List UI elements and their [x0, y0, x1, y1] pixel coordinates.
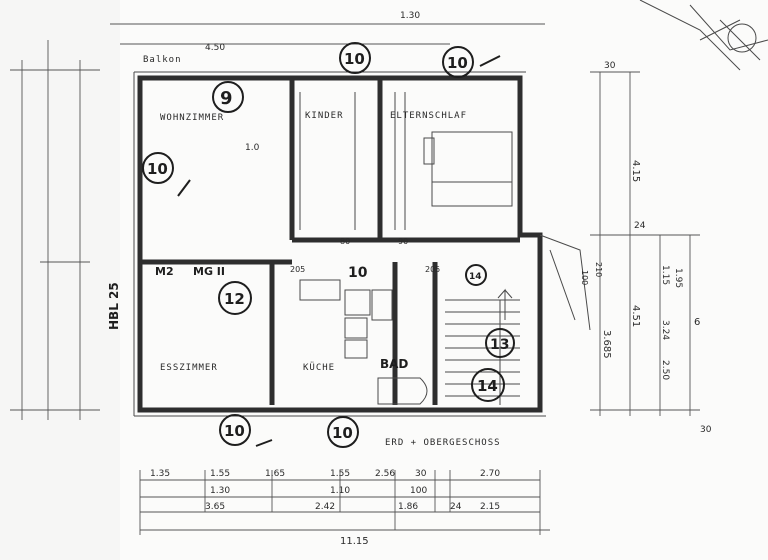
- bottom-dim-r1-4: 2.56: [375, 469, 395, 479]
- svg-text:10: 10: [147, 160, 168, 178]
- misc-dim-5: 210: [594, 262, 603, 277]
- right-dim-10: 30: [700, 425, 712, 435]
- room-label-balkon: Balkon: [143, 55, 182, 65]
- misc-dim-4: 100: [580, 270, 589, 285]
- bottom-dim-r3-0: 3.65: [205, 502, 225, 512]
- right-dim-4: 3.685: [601, 330, 612, 359]
- room-label-kueche: KÜCHE: [303, 362, 335, 373]
- bed: [423, 131, 513, 207]
- circled-mark-10-top: 10: [339, 42, 371, 74]
- misc-dim-1: 205: [425, 265, 440, 274]
- circled-mark-10-top-right: 10: [442, 46, 501, 78]
- room-label-kinder: KINDER: [305, 111, 344, 121]
- svg-text:12: 12: [224, 290, 245, 308]
- kitchen-fixtures: [299, 279, 393, 359]
- mark-ten-center: 10: [348, 265, 368, 281]
- right-dim-8: 1.95: [673, 268, 683, 288]
- svg-text:10: 10: [332, 424, 353, 442]
- bottom-dimensions: 1.35 1.55 1.65 1.55 2.56 30 2.70 1.30 1.…: [139, 469, 550, 547]
- right-dim-1: 4.15: [630, 160, 641, 182]
- svg-text:10: 10: [447, 54, 468, 72]
- room-label-bad: BAD: [380, 357, 408, 371]
- circled-mark-10-left: 10: [142, 152, 191, 197]
- misc-dim-2: 90: [398, 237, 408, 246]
- mark-mg: MG II: [193, 265, 225, 278]
- bottom-dim-total: 11.15: [340, 536, 369, 547]
- right-dim-7: 6: [694, 317, 700, 328]
- circled-mark-13: 13: [485, 328, 515, 358]
- svg-text:14: 14: [469, 272, 482, 282]
- misc-dim-6: 1.0: [245, 143, 260, 153]
- mark-hbl: HBL 25: [107, 282, 121, 330]
- bottom-dim-r1-0: 1.35: [150, 469, 170, 479]
- svg-text:10: 10: [224, 422, 245, 440]
- svg-text:14: 14: [477, 377, 498, 395]
- circled-mark-12: 12: [218, 281, 252, 315]
- floor-title: ERD + OBERGESCHOSS: [385, 438, 501, 448]
- interior-walls: [140, 80, 520, 405]
- misc-dim-3: 80: [340, 237, 350, 246]
- corner-sketch: [639, 0, 768, 71]
- svg-text:9: 9: [220, 88, 233, 109]
- room-label-wohnzimmer: WOHNZIMMER: [160, 113, 224, 123]
- top-dim-a: 1.30: [400, 11, 420, 21]
- right-dim-0: 30: [604, 61, 616, 71]
- bottom-dim-r2-0: 1.30: [210, 486, 230, 496]
- bottom-dim-r1-6: 2.70: [480, 469, 500, 479]
- misc-dimensions: 205 205 90 80 100 210 1.0: [245, 143, 603, 285]
- bathtub: [377, 377, 428, 405]
- right-dimensions: 30 4.15 24 4.51 3.685 1.15 3.24 6 1.95 2…: [590, 61, 712, 435]
- circled-mark-10-bottom-center: 10: [327, 416, 359, 448]
- right-dim-3: 4.51: [630, 305, 641, 327]
- right-dim-2: 24: [634, 221, 646, 231]
- circled-mark-14-small: 14: [465, 264, 487, 286]
- misc-dim-0: 205: [290, 265, 305, 274]
- right-dim-5: 1.15: [660, 265, 670, 285]
- bottom-dim-r3-4: 2.15: [480, 502, 500, 512]
- bottom-dim-r1-5: 30: [415, 469, 427, 479]
- left-dimensions: [10, 40, 100, 420]
- mark-m2: M2: [155, 265, 174, 278]
- bottom-dim-r3-1: 2.42: [315, 502, 335, 512]
- bottom-dim-r2-1: 1.10: [330, 486, 350, 496]
- right-dim-6: 3.24: [660, 320, 670, 340]
- bottom-dim-r1-1: 1.55: [210, 469, 230, 479]
- bottom-dim-r1-3: 1.55: [330, 469, 350, 479]
- bottom-dim-r3-2: 1.86: [398, 502, 418, 512]
- circled-mark-10-bottom-left: 10: [219, 414, 273, 447]
- bottom-dim-r3-3: 24: [450, 502, 462, 512]
- bottom-dim-r1-2: 1.65: [265, 469, 285, 479]
- circled-mark-9: 9: [212, 81, 244, 113]
- right-dim-9: 2.50: [660, 360, 670, 380]
- room-label-esszimmer: ESSZIMMER: [160, 363, 218, 373]
- top-dimensions: 1.30 4.50: [110, 11, 545, 53]
- top-dim-b: 4.50: [205, 43, 225, 53]
- svg-text:13: 13: [490, 337, 509, 353]
- circled-mark-14-large: 14: [471, 368, 505, 402]
- bottom-dim-r2-2: 100: [410, 486, 427, 496]
- svg-text:10: 10: [344, 50, 365, 68]
- stairs: [445, 234, 591, 405]
- room-label-elternschlaf: ELTERNSCHLAF: [390, 111, 467, 121]
